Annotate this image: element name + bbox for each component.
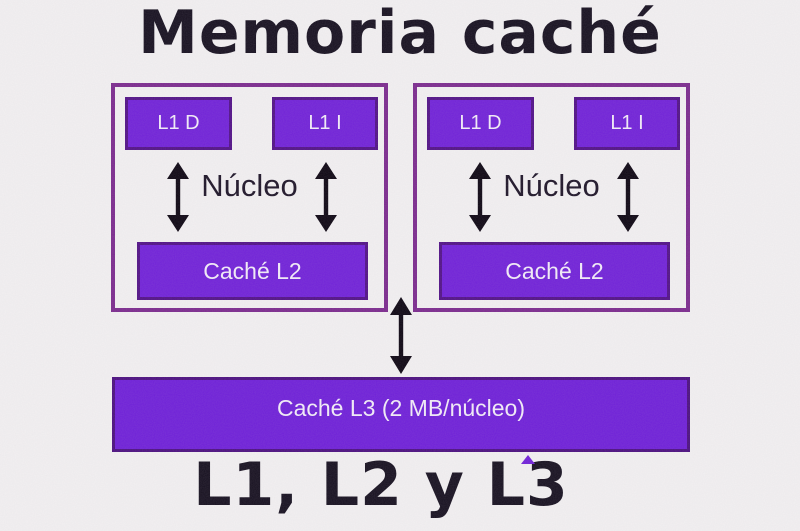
l2-cache-box: Caché L2 [439, 242, 670, 300]
double-arrow-icon [617, 162, 639, 232]
l1-data-cache-box: L1 D [125, 97, 232, 150]
l1-instruction-cache-box: L1 I [272, 97, 378, 150]
accent-mark-icon [521, 455, 535, 464]
core-label: Núcleo [503, 168, 600, 203]
double-arrow-icon [390, 297, 412, 374]
l1-instruction-cache-box: L1 I [574, 97, 680, 150]
l1-data-cache-box: L1 D [427, 97, 534, 150]
l3-cache-box: Caché L3 (2 MB/núcleo) [112, 377, 690, 452]
core-box-2: L1 D L1 I Núcleo Caché L2 [413, 83, 690, 312]
l2-cache-box: Caché L2 [137, 242, 368, 300]
double-arrow-icon [167, 162, 189, 232]
core-box-1: L1 D L1 I Núcleo Caché L2 [111, 83, 388, 312]
core-label: Núcleo [201, 168, 298, 203]
footer-label: L1, L2 y L3 [193, 450, 569, 520]
page-title: Memoria caché [138, 0, 662, 68]
double-arrow-icon [469, 162, 491, 232]
double-arrow-icon [315, 162, 337, 232]
